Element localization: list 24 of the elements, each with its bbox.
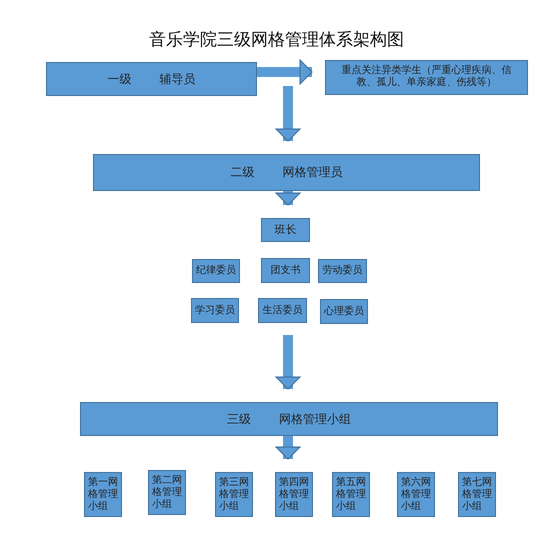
note-box: 重点关注异类学生（严重心理疾病、信教、孤儿、单亲家庭、伤残等） — [325, 60, 528, 95]
group-box: 第五网格管理小组 — [332, 472, 370, 517]
level-banner: 一级 辅导员 — [46, 62, 257, 96]
level-banner: 二级 网格管理员 — [93, 154, 480, 191]
block-arrow — [276, 335, 300, 390]
block-arrow — [257, 60, 312, 84]
role-box: 生活委员 — [258, 298, 307, 323]
group-box: 第六网格管理小组 — [397, 472, 435, 517]
role-box: 劳动委员 — [318, 259, 367, 283]
group-box: 第一网格管理小组 — [84, 472, 122, 517]
level-banner: 三级 网格管理小组 — [80, 402, 498, 436]
role-box: 学习委员 — [191, 298, 239, 323]
group-box: 第三网格管理小组 — [215, 472, 253, 517]
block-arrow — [276, 436, 300, 460]
group-box: 第二网格管理小组 — [148, 470, 186, 515]
role-box: 纪律委员 — [192, 259, 240, 283]
role-box: 心理委员 — [320, 299, 368, 324]
group-box: 第四网格管理小组 — [275, 472, 313, 517]
role-box: 团支书 — [261, 258, 310, 283]
block-arrow — [276, 86, 300, 142]
diagram-title: 音乐学院三级网格管理体系架构图 — [148, 29, 405, 51]
group-box: 第七网格管理小组 — [458, 472, 496, 517]
block-arrow — [276, 191, 300, 206]
role-box: 班长 — [261, 218, 310, 242]
